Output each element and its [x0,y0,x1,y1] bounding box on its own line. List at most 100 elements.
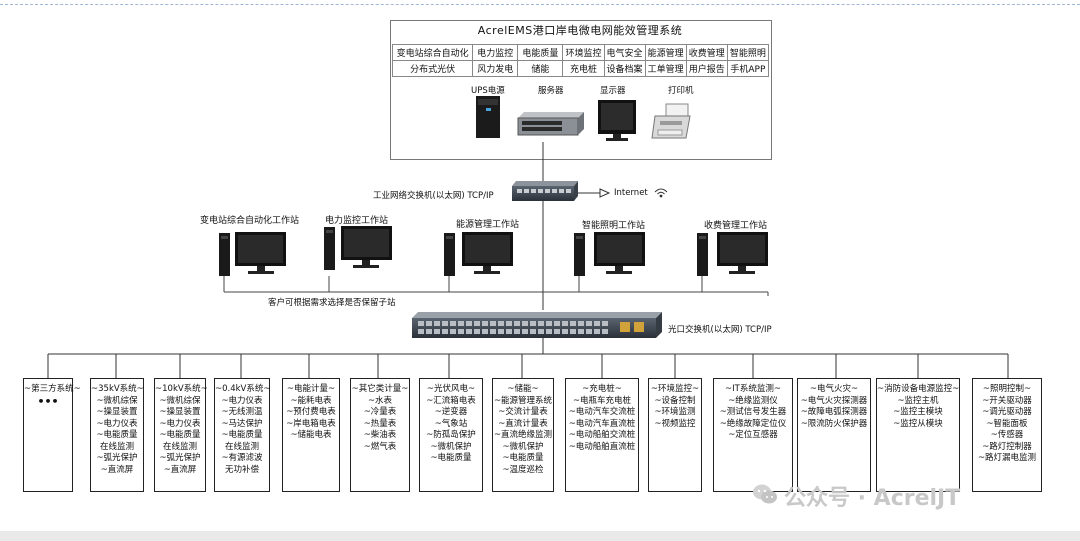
subsystem-item: ~水表 [367,395,393,406]
subsystem-item: ~监控主机 [897,395,939,406]
subsystem-title: ~光伏风电~ [426,384,476,394]
subsystem-item: ~汇流箱电表 [426,395,476,406]
subsystem-item: ~交流计量表 [498,407,548,417]
subsystem-title: ~10kV系统~ [155,384,208,394]
subsystem-title: ~其它类计量~ [351,384,409,394]
subsystem-title: ~电气火灾~ [809,384,859,394]
subsystem-box-pv-wind: ~光伏风电~ ~汇流箱电表 ~逆变器 ~气象站 ~防孤岛保护 ~微机保护 ~电能… [419,378,483,492]
subsystem-title: ~IT系统监测~ [725,384,781,394]
subsystem-item: ~马达保护 [221,418,263,429]
internet-label: Internet [614,188,648,198]
subsystem-title: ~电能计量~ [286,384,336,394]
subsystem-item: ~操显装置 [159,407,201,417]
module-cell: 工单管理 [644,60,687,77]
printer-icon [651,103,691,139]
subsystem-item: ~传感器 [990,430,1024,440]
subsystem-item: ~温度巡检 [502,464,544,475]
module-grid: 变电站综合自动化 电力监控 电能质量 环境监控 电气安全 能源管理 收费管理 智… [391,44,770,77]
subsystem-item: ~能耗电表 [290,395,332,406]
server-icon [517,112,584,136]
industrial-switch-label: 工业网络交换机(以太网) TCP/IP [373,191,494,201]
subsystem-item: 在线监测 [224,441,259,452]
subsystem-item: ~预付费电表 [286,407,336,417]
subsystem-item: ~操显装置 [96,407,138,417]
subsystem-item: ~故障电弧探测器 [800,407,868,417]
subsystem-item: ~直流计量表 [498,418,548,429]
monitor-label: 显示器 [600,86,626,96]
watermark-text: 公众号 · AcrelJT [784,486,961,511]
subsystem-item: ~限流防火保护器 [800,418,868,429]
subsystem-item: ~电能质量 [221,430,263,440]
bottom-band [0,531,1080,541]
subsystem-item: ~微机综保 [96,395,138,406]
workstation-title: 变电站综合自动化工作站 [200,216,300,226]
subsystem-box-charging: ~充电桩~ ~电瓶车充电桩 ~电动汽车交流桩 ~电动汽车直流桩 ~电动船舶交流桩… [565,378,639,492]
subsystem-item: ~微机保护 [430,441,472,452]
workstation-icon [574,232,645,276]
subsystem-item: ~气象站 [434,418,468,429]
subsystem-item: ~开关驱动器 [982,395,1032,406]
subsystem-item: ~热量表 [363,418,397,429]
subsystem-item: ~电能质量 [96,430,138,440]
subsystem-item: ~电瓶车充电桩 [572,395,632,406]
subsystem-item: ~储能电表 [290,430,332,440]
subsystem-title: ~充电桩~ [582,384,622,394]
subsystem-title: ~储能~ [507,384,539,394]
subsystem-item: ~直流屏 [100,464,134,475]
subsystem-box-04kv: ~0.4kV系统~ ~电力仪表 ~无线测温 ~马达保护 ~电能质量 在线监测 ~… [214,378,271,492]
subsystem-item: ~无线测温 [221,407,263,417]
monitor-icon [598,100,636,141]
subsystem-box-it-monitoring: ~IT系统监测~ ~绝缘监测仪 ~测试信号发生器 ~绝缘故障定位仪 ~定位互感器 [713,378,793,492]
subsystem-item: ~绝缘故障定位仪 [719,418,787,429]
subsystem-item: ~监控主模块 [893,407,943,417]
subsystem-item: ~微机综保 [159,395,201,406]
subsystem-item: ~电动船舶交流桩 [568,430,636,440]
module-cell: 分布式光伏 [391,60,474,77]
subsystem-box-environment: ~环境监控~ ~设备控制 ~环境监测 ~视频监控 [648,378,702,492]
module-cell: 储能 [517,60,564,77]
subsystem-item: ~视频监控 [654,418,696,429]
subsystem-title: ~照明控制~ [982,384,1032,394]
subsystem-item: ~冷量表 [363,407,397,417]
workstation-title: 能源管理工作站 [456,220,520,230]
subsystem-item: ~设备控制 [654,395,696,406]
subsystem-item: ~岸电箱电表 [286,418,336,429]
subsystem-item: ~柴油表 [363,430,397,440]
subsystem-item: ~监控从模块 [893,418,943,429]
subsystem-item: ~弧光保护 [96,453,138,463]
subsystem-item: ~电动汽车交流桩 [568,407,636,417]
subsystem-item: ~微机保护 [502,441,544,452]
subsystem-item: ~路灯控制器 [982,441,1032,452]
subsystem-item: ~绝缘监测仪 [728,395,778,406]
subsystem-item: ~智能面板 [986,418,1028,429]
subsystem-box-35kv: ~35kV系统~ ~微机综保 ~操显装置 ~电力仪表 ~电能质量 在线监测 ~弧… [90,378,144,492]
industrial-switch-icon [512,181,578,201]
subsystem-item: ~电气火灾探测器 [800,395,868,406]
subsystem-box-lighting: ~照明控制~ ~开关驱动器 ~调光驱动器 ~智能面板 ~传感器 ~路灯控制器 ~… [972,378,1042,492]
top-dashed-border [0,4,1080,5]
subsystem-item: ~电力仪表 [96,418,138,429]
subsystem-box-fire-power: ~消防设备电源监控~ ~监控主机 ~监控主模块 ~监控从模块 [876,378,960,492]
wechat-icon [753,484,777,504]
subsystem-box-other-metering: ~其它类计量~ ~水表 ~冷量表 ~热量表 ~柴油表 ~燃气表 [350,378,410,492]
subsystem-item: ~定位互感器 [728,430,778,440]
printer-label: 打印机 [668,86,694,96]
subsystem-item: ~测试信号发生器 [719,407,787,417]
subsystem-item: ~弧光保护 [159,453,201,463]
subsystem-item: ~电能质量 [159,430,201,440]
subsystem-title: ~35kV系统~ [91,384,144,394]
workstation-title: 收费管理工作站 [704,221,768,231]
subsystem-box-electrical-fire: ~电气火灾~ ~电气火灾探测器 ~故障电弧探测器 ~限流防火保护器 [797,378,871,492]
subsystem-box-storage: ~储能~ ~能源管理系统 ~交流计量表 ~直流计量表 ~直流绝缘监测 ~微机保护… [492,378,554,492]
subsystem-title: ~环境监控~ [650,384,700,394]
subsystem-item: 在线监测 [99,441,134,452]
subsystem-title: ~0.4kV系统~ [215,384,271,394]
module-cell: 风力发电 [472,60,519,77]
module-cell: 手机APP [726,60,770,77]
subsystem-item: ~电能质量 [430,453,472,463]
workstation-icon [697,232,768,276]
subsystem-item: ~调光驱动器 [982,407,1032,417]
subsystem-item: ~直流屏 [163,464,197,475]
workstation-icon [324,226,392,270]
